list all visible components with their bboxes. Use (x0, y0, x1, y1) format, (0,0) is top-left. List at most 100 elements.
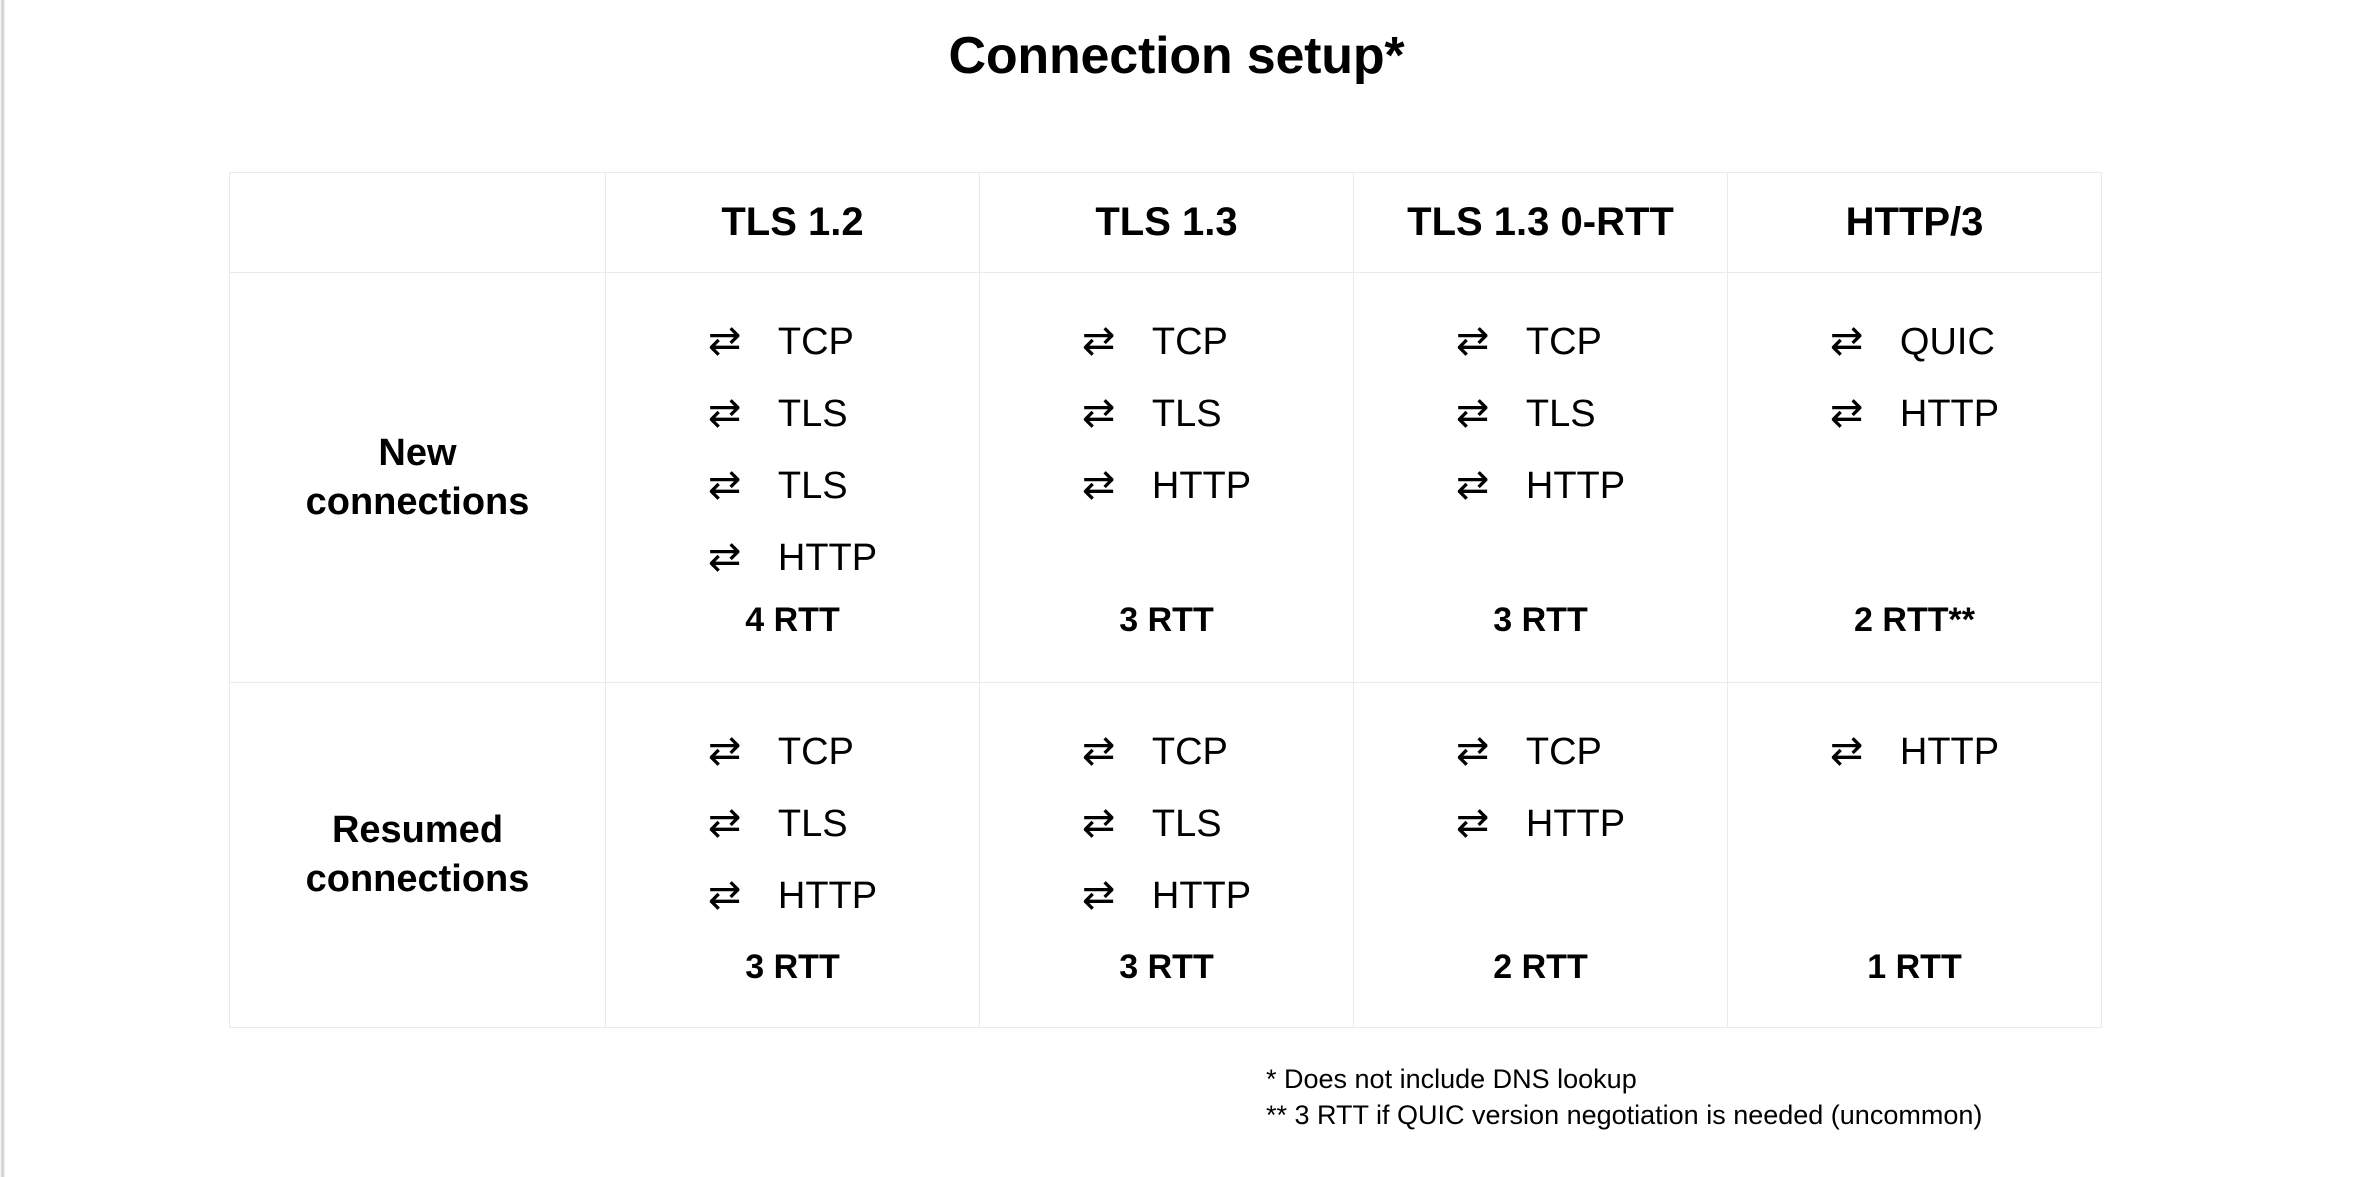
round-trip-arrow-icon: ⇄ (1455, 390, 1490, 436)
step-item: ⇄ TCP (708, 311, 854, 373)
column-header-tls13: TLS 1.3 (979, 172, 1354, 273)
row-label-line2: connections (305, 858, 530, 900)
rtt-total: 2 RTT** (1854, 601, 1975, 639)
column-header-http3: HTTP/3 (1727, 172, 2102, 273)
step-label: HTTP (1525, 465, 1626, 507)
cell-resumed-http3: ⇄ HTTP 1 RTT (1727, 682, 2102, 1028)
step-item: ⇄ HTTP (708, 527, 877, 589)
step-item: ⇄ TLS (1082, 793, 1222, 855)
step-item: ⇄ HTTP (1082, 865, 1251, 927)
step-item: ⇄ TLS (1082, 383, 1222, 445)
step-list: ⇄ HTTP (1830, 721, 1999, 783)
rtt-total: 1 RTT (1867, 948, 1962, 986)
round-trip-arrow-icon: ⇄ (707, 728, 742, 774)
step-list: ⇄ TCP ⇄ TLS ⇄ HTTP (1082, 311, 1251, 517)
step-label: HTTP (1151, 465, 1252, 507)
table-corner-cell (229, 172, 606, 273)
step-label: HTTP (1899, 731, 2000, 773)
round-trip-arrow-icon: ⇄ (1081, 390, 1116, 436)
round-trip-arrow-icon: ⇄ (1455, 728, 1490, 774)
row-label-line1: New (378, 431, 457, 474)
table-header: TLS 1.2 TLS 1.3 TLS 1.3 0-RTT HTTP/3 (229, 172, 2102, 273)
footnote-quic-version-negotiation: ** 3 RTT if QUIC version negotiation is … (1266, 1099, 1983, 1130)
round-trip-arrow-icon: ⇄ (1829, 318, 1864, 364)
step-list: ⇄ TCP ⇄ TLS ⇄ HTTP (708, 721, 877, 927)
round-trip-arrow-icon: ⇄ (1455, 462, 1490, 508)
step-item: ⇄ TLS (708, 383, 848, 445)
footnote-dns: * Does not include DNS lookup (1266, 1064, 1637, 1094)
cell-new-http3: ⇄ QUIC ⇄ HTTP 2 RTT** (1727, 272, 2102, 683)
step-item: ⇄ TCP (1456, 721, 1602, 783)
step-label: TCP (1525, 731, 1602, 773)
row-label-line2: connections (305, 480, 530, 523)
row-label-resumed-connections: Resumed connections (229, 682, 606, 1028)
column-header-tls12: TLS 1.2 (605, 172, 980, 273)
step-label: TLS (1151, 803, 1222, 845)
footnotes: * Does not include DNS lookup ** 3 RTT i… (1266, 1062, 1982, 1133)
step-label: HTTP (777, 537, 878, 579)
step-label: HTTP (1899, 393, 2000, 435)
round-trip-arrow-icon: ⇄ (1081, 800, 1116, 846)
cell-new-tls13-0rtt: ⇄ TCP ⇄ TLS ⇄ HTTP 3 (1353, 272, 1728, 683)
round-trip-arrow-icon: ⇄ (1081, 462, 1116, 508)
step-item: ⇄ TCP (1082, 311, 1228, 373)
step-item: ⇄ TLS (708, 455, 848, 517)
round-trip-arrow-icon: ⇄ (707, 800, 742, 846)
step-label: TLS (777, 803, 848, 845)
rtt-total: 3 RTT (745, 948, 840, 986)
step-item: ⇄ TCP (708, 721, 854, 783)
row-label-new-connections: New connections (229, 272, 606, 683)
table-row-new-connections: New connections ⇄ TCP ⇄ TLS (229, 272, 2102, 683)
cell-resumed-tls13-0rtt: ⇄ TCP ⇄ HTTP 2 RTT (1353, 682, 1728, 1028)
round-trip-arrow-icon: ⇄ (1081, 318, 1116, 364)
round-trip-arrow-icon: ⇄ (1081, 728, 1116, 774)
round-trip-arrow-icon: ⇄ (1455, 800, 1490, 846)
column-header-tls13-0rtt: TLS 1.3 0-RTT (1353, 172, 1728, 273)
round-trip-arrow-icon: ⇄ (707, 390, 742, 436)
step-label: QUIC (1899, 321, 1995, 363)
round-trip-arrow-icon: ⇄ (707, 872, 742, 918)
step-item: ⇄ QUIC (1830, 311, 1995, 373)
table-row-resumed-connections: Resumed connections ⇄ TCP ⇄ TLS (229, 682, 2102, 1028)
rtt-total: 2 RTT (1493, 948, 1588, 986)
step-list: ⇄ QUIC ⇄ HTTP (1830, 311, 1999, 445)
page-title: Connection setup* (948, 27, 1405, 85)
step-item: ⇄ HTTP (1456, 455, 1625, 517)
round-trip-arrow-icon: ⇄ (707, 462, 742, 508)
step-item: ⇄ HTTP (1830, 721, 1999, 783)
step-list: ⇄ TCP ⇄ TLS ⇄ HTTP (1082, 721, 1251, 927)
connection-setup-table: TLS 1.2 TLS 1.3 TLS 1.3 0-RTT HTTP/3 New… (229, 172, 2102, 1028)
step-list: ⇄ TCP ⇄ TLS ⇄ TLS (708, 311, 877, 589)
rtt-total: 3 RTT (1119, 948, 1214, 986)
step-label: TCP (777, 731, 854, 773)
step-item: ⇄ HTTP (708, 865, 877, 927)
step-item: ⇄ HTTP (1456, 793, 1625, 855)
round-trip-arrow-icon: ⇄ (707, 318, 742, 364)
table-body: New connections ⇄ TCP ⇄ TLS (229, 272, 2102, 1028)
step-label: TLS (777, 465, 848, 507)
step-label: TCP (777, 321, 854, 363)
step-item: ⇄ TLS (708, 793, 848, 855)
row-label-line1: Resumed (331, 809, 504, 852)
step-item: ⇄ HTTP (1082, 455, 1251, 517)
step-item: ⇄ TCP (1082, 721, 1228, 783)
cell-new-tls13: ⇄ TCP ⇄ TLS ⇄ HTTP 3 (979, 272, 1354, 683)
step-label: TCP (1151, 321, 1228, 363)
step-label: TLS (777, 393, 848, 435)
cell-new-tls12: ⇄ TCP ⇄ TLS ⇄ TLS (605, 272, 980, 683)
step-label: HTTP (777, 875, 878, 917)
step-label: HTTP (1525, 803, 1626, 845)
step-label: HTTP (1151, 875, 1252, 917)
step-item: ⇄ HTTP (1830, 383, 1999, 445)
rtt-total: 3 RTT (1493, 601, 1588, 639)
round-trip-arrow-icon: ⇄ (1829, 728, 1864, 774)
cell-resumed-tls13: ⇄ TCP ⇄ TLS ⇄ HTTP 3 (979, 682, 1354, 1028)
cell-resumed-tls12: ⇄ TCP ⇄ TLS ⇄ HTTP 3 (605, 682, 980, 1028)
step-label: TCP (1151, 731, 1228, 773)
round-trip-arrow-icon: ⇄ (707, 534, 742, 580)
step-label: TLS (1151, 393, 1222, 435)
step-list: ⇄ TCP ⇄ TLS ⇄ HTTP (1456, 311, 1625, 517)
rtt-total: 4 RTT (745, 601, 840, 639)
step-label: TLS (1525, 393, 1596, 435)
